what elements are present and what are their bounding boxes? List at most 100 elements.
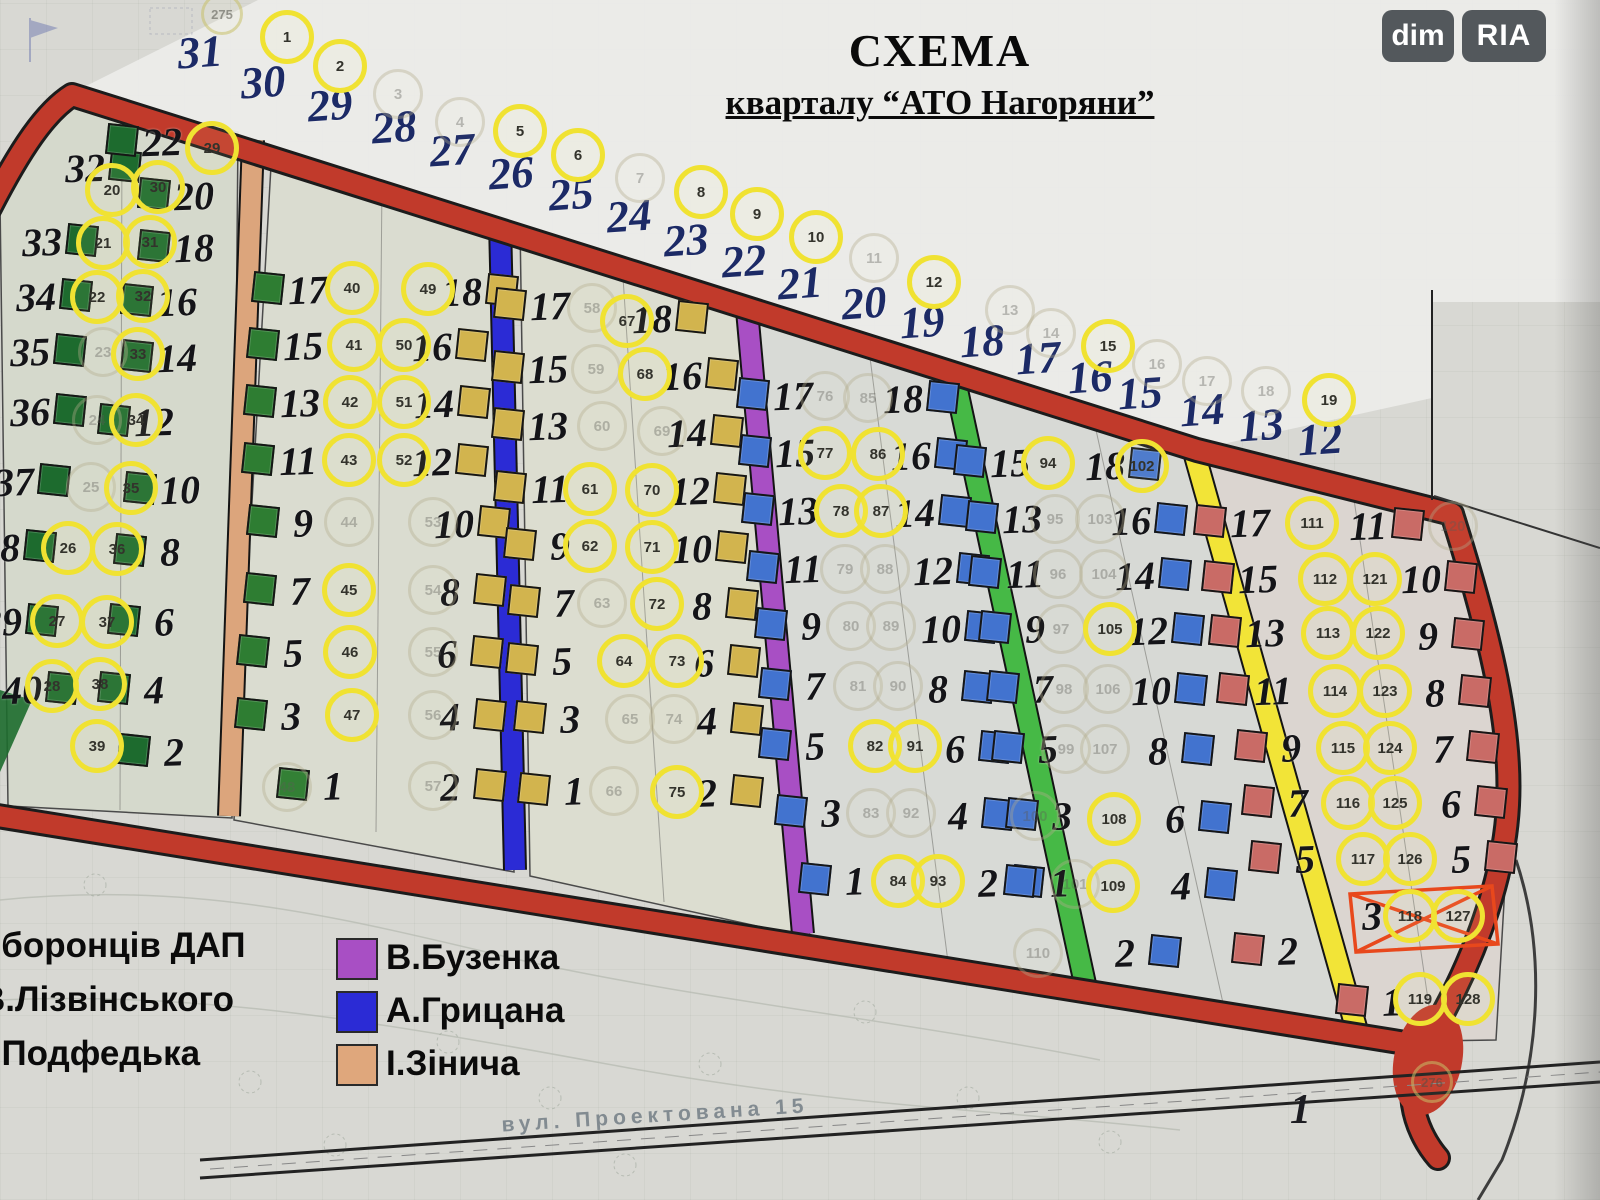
plot-id-circle: 16	[1132, 339, 1182, 389]
plot-square	[757, 666, 793, 702]
plot-id-circle: 9	[730, 187, 784, 241]
plot-square	[456, 384, 492, 420]
plot-square	[1247, 839, 1283, 875]
plot-id-circle: 110	[1013, 928, 1063, 978]
plot-number: 5	[1294, 836, 1316, 882]
plot-id-circle: 94	[1021, 436, 1075, 490]
plot-number: 39	[0, 598, 23, 646]
plot-square	[737, 433, 773, 469]
plot-square	[990, 729, 1026, 765]
road-plot-number: 20	[839, 276, 889, 330]
plot-id-circle: 63	[577, 578, 627, 628]
plot-id-circle: 46	[323, 625, 377, 679]
plot-square	[735, 376, 771, 412]
plot-id-circle: 121	[1348, 552, 1402, 606]
plot-id-circle: 108	[1087, 792, 1141, 846]
plot-id-circle: 55	[408, 627, 458, 677]
legend-item-oborontsiv-dap: Оборонців ДАП	[0, 926, 246, 965]
plot-number: 3	[820, 790, 842, 836]
plot-square	[240, 441, 276, 477]
legend-color-zinycha-square	[336, 1044, 378, 1086]
plot-square	[952, 443, 988, 479]
plot-number: 6	[944, 726, 966, 772]
title-line-2: кварталу “АТО Нагоряни”	[725, 83, 1155, 122]
plot-number: 34	[15, 273, 57, 321]
plot-id-circle: 1	[260, 10, 314, 64]
plot-square	[757, 726, 793, 762]
plot-id-circle: 44	[324, 497, 374, 547]
plot-id-circle: 128	[1441, 972, 1495, 1026]
plot-id-circle: 17	[1182, 356, 1232, 406]
road-plot-number: 22	[719, 234, 769, 288]
plot-number: 4	[143, 667, 165, 713]
plot-id-circle: 107	[1080, 724, 1130, 774]
plot-number: 1	[563, 768, 585, 814]
plot-id-circle: 91	[888, 719, 942, 773]
plot-id-circle: 116	[1321, 776, 1375, 830]
street-yellow	[1184, 449, 1369, 1041]
plot-square	[472, 697, 508, 733]
plot-square	[726, 643, 762, 679]
plot-id-circle: 87	[854, 484, 908, 538]
plot-square	[1207, 613, 1243, 649]
plot-number: 11	[1253, 667, 1293, 715]
plot-number: 10	[159, 466, 201, 514]
plot-square	[729, 701, 765, 737]
plot-number: 10	[1400, 555, 1442, 603]
plot-id-circle: 42	[323, 375, 377, 429]
plot-id-circle: 77	[798, 426, 852, 480]
plot-id-circle: 69	[637, 406, 687, 456]
plot-square	[472, 572, 508, 608]
plot-number: 7	[553, 580, 575, 626]
plot-id-circle: 73	[650, 634, 704, 688]
plot-id-circle: 37	[80, 595, 134, 649]
plot-square	[506, 583, 542, 619]
plot-id-circle: 15	[1081, 319, 1135, 373]
plot-number: 17	[529, 282, 571, 330]
plot-square	[773, 793, 809, 829]
plot-square	[1002, 863, 1038, 899]
plot-id-circle: 29	[185, 121, 239, 175]
plot-number: 36	[9, 388, 51, 436]
plot-square	[1147, 933, 1183, 969]
legend-item-lizvinskoho: В.Лізвінського	[0, 980, 234, 1019]
plot-id-circle: 12	[907, 255, 961, 309]
plot-id-circle: 41	[327, 318, 381, 372]
plot-number: 3	[559, 696, 581, 742]
plot-id-circle: 5	[493, 104, 547, 158]
dim-ria-watermark: dim RIA	[1382, 10, 1546, 62]
road-lower	[0, 806, 1434, 1056]
plot-square	[674, 299, 710, 335]
plot-square	[985, 669, 1021, 705]
plot-number: 10	[1130, 667, 1172, 715]
plot-number: 6	[1164, 796, 1186, 842]
plot-square	[709, 413, 745, 449]
plot-number: 3	[1361, 893, 1383, 939]
plot-id-circle: 66	[589, 766, 639, 816]
plot-id-circle: 4	[435, 97, 485, 147]
plot-square	[797, 861, 833, 897]
plot-id-circle: 10	[789, 210, 843, 264]
plot-id-circle: 89	[866, 601, 916, 651]
plot-id-circle: 33	[111, 327, 165, 381]
plot-id-circle: 93	[911, 854, 965, 908]
plot-number: 11	[278, 437, 318, 485]
plot-id-circle: 118	[1383, 889, 1437, 943]
plot-number: 5	[1450, 836, 1472, 882]
plot-square	[1153, 501, 1189, 537]
plot-number: 2	[977, 860, 999, 906]
plot-square	[1215, 671, 1251, 707]
plot-id-circle: 71	[625, 520, 679, 574]
plot-square	[1180, 731, 1216, 767]
plot-id-circle: 32	[116, 269, 170, 323]
plot-id-circle: 72	[630, 577, 684, 631]
plot-square	[1390, 506, 1426, 542]
plot-square	[967, 554, 1003, 590]
plot-square	[469, 634, 505, 670]
plot-square	[104, 122, 140, 158]
plot-id-circle: 96	[1033, 549, 1083, 599]
plot-number: 38	[0, 524, 21, 572]
plot-square	[745, 549, 781, 585]
plot-number: 11	[783, 545, 823, 593]
legend-color-grytsana-square	[336, 991, 378, 1033]
